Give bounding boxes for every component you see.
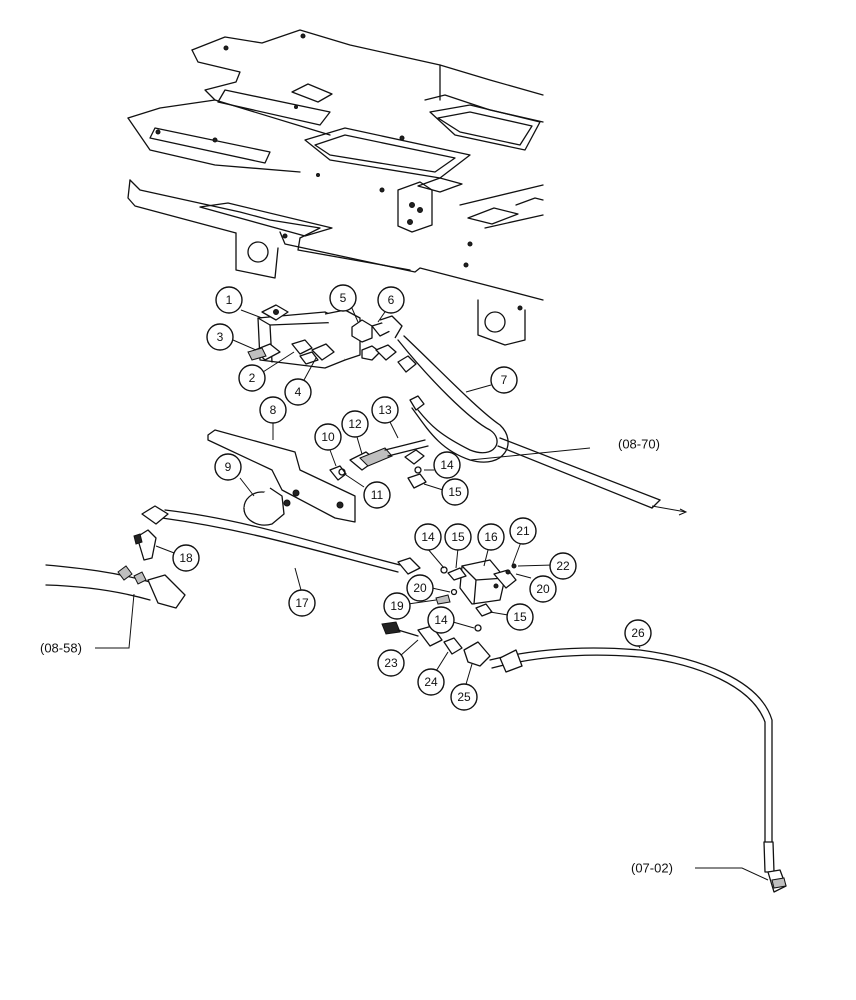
svg-text:22: 22	[556, 559, 570, 573]
svg-text:15: 15	[451, 530, 465, 544]
callout-14-mid: 14	[414, 523, 442, 551]
callout-25: 25	[450, 683, 478, 711]
callout-22: 22	[549, 552, 577, 580]
valve-16-assembly	[381, 559, 517, 667]
svg-text:8: 8	[270, 403, 277, 417]
svg-text:14: 14	[421, 530, 435, 544]
callout-15-mid: 15	[444, 523, 472, 551]
callout-19: 19	[383, 592, 411, 620]
svg-text:26: 26	[631, 626, 645, 640]
floor-plate-assembly	[127, 29, 544, 346]
callout-5: 5	[329, 284, 357, 312]
svg-text:18: 18	[179, 551, 193, 565]
callout-18: 18	[172, 544, 200, 572]
callout-9: 9	[214, 453, 242, 481]
svg-text:15: 15	[513, 610, 527, 624]
callout-8: 8	[259, 396, 287, 424]
callout-2: 2	[238, 364, 266, 392]
reference-07-02: (07-02)	[631, 861, 673, 876]
svg-text:14: 14	[440, 458, 454, 472]
callout-7: 7	[490, 366, 518, 394]
svg-text:19: 19	[390, 599, 404, 613]
svg-text:7: 7	[501, 373, 508, 387]
svg-text:1: 1	[226, 293, 233, 307]
callout-15-lower: 15	[506, 603, 534, 631]
valve-manifold	[247, 304, 403, 369]
bracket-assembly	[207, 429, 356, 526]
svg-text:23: 23	[384, 656, 398, 670]
svg-text:16: 16	[484, 530, 498, 544]
svg-text:14: 14	[434, 613, 448, 627]
callout-3: 3	[206, 323, 234, 351]
callout-15-upper: 15	[441, 478, 469, 506]
reference-08-70: (08-70)	[618, 437, 660, 452]
svg-text:12: 12	[348, 417, 362, 431]
pipe-08-58	[45, 564, 186, 649]
reference-08-58: (08-58)	[40, 641, 82, 656]
callout-26: 26	[624, 619, 652, 647]
callout-14-upper: 14	[433, 451, 461, 479]
svg-text:3: 3	[217, 330, 224, 344]
hose-assembly-7	[397, 335, 688, 516]
hose-17	[133, 505, 421, 575]
svg-text:11: 11	[371, 488, 384, 502]
callout-4: 4	[284, 378, 312, 406]
callout-17: 17	[288, 589, 316, 617]
callout-1: 1	[215, 286, 243, 314]
callout-12: 12	[341, 410, 369, 438]
callout-16: 16	[477, 523, 505, 551]
callout-6: 6	[377, 286, 405, 314]
callout-10: 10	[314, 423, 342, 451]
callout-20-left: 20	[406, 574, 434, 602]
leader-lines	[155, 305, 641, 692]
callout-20-right: 20	[529, 575, 557, 603]
svg-text:2: 2	[249, 371, 256, 385]
callout-24: 24	[417, 668, 445, 696]
svg-text:6: 6	[388, 293, 395, 307]
svg-text:20: 20	[413, 581, 427, 595]
svg-text:17: 17	[295, 596, 309, 610]
svg-text:4: 4	[295, 385, 302, 399]
svg-text:5: 5	[340, 291, 347, 305]
svg-text:10: 10	[321, 430, 335, 444]
svg-text:13: 13	[378, 403, 392, 417]
pipe-26	[489, 647, 787, 893]
callout-11: 11	[363, 481, 391, 509]
callout-21: 21	[509, 517, 537, 545]
callout-23: 23	[377, 649, 405, 677]
callout-13: 13	[371, 396, 399, 424]
svg-text:9: 9	[225, 460, 232, 474]
svg-text:20: 20	[536, 582, 550, 596]
svg-text:21: 21	[516, 524, 530, 538]
svg-text:15: 15	[448, 485, 462, 499]
svg-text:24: 24	[424, 675, 438, 689]
callout-14-lower: 14	[427, 606, 455, 634]
svg-text:25: 25	[457, 690, 471, 704]
fittings-10-15	[329, 439, 429, 489]
